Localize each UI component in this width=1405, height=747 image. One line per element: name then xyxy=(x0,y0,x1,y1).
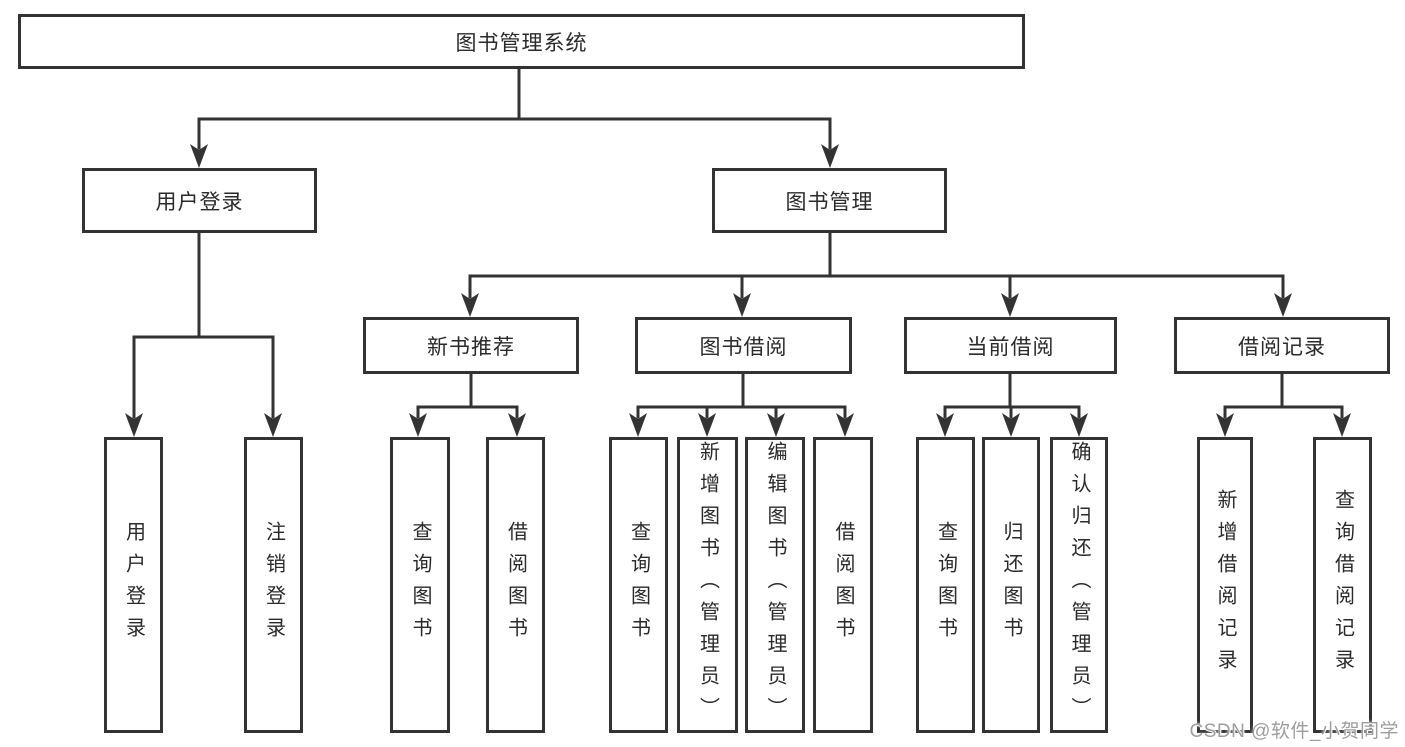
node-user-login: 用户登录 xyxy=(82,168,317,233)
node-label: 编辑图书（管理员） xyxy=(764,441,786,729)
leaf-borrow-books-newbook: 借阅图书 xyxy=(486,437,545,733)
node-label: 新增借阅记录 xyxy=(1214,489,1236,681)
node-borrowing-records: 借阅记录 xyxy=(1174,317,1390,374)
node-label: 新书推荐 xyxy=(427,335,515,359)
node-label: 图书管理 xyxy=(785,190,874,214)
node-label: 归还图书 xyxy=(1000,521,1022,649)
node-new-book-recommend: 新书推荐 xyxy=(363,317,579,374)
leaf-logout: 注销登录 xyxy=(244,437,303,733)
node-current-borrowing: 当前借阅 xyxy=(904,317,1117,374)
node-label: 用户登录 xyxy=(155,190,244,214)
leaf-query-books-current: 查询图书 xyxy=(916,437,975,733)
leaf-return-books: 归还图书 xyxy=(982,437,1040,733)
node-book-borrowing: 图书借阅 xyxy=(635,317,852,374)
leaf-edit-books-admin: 编辑图书（管理员） xyxy=(745,437,805,733)
leaf-query-books-borrowing: 查询图书 xyxy=(609,437,668,733)
node-label: 查询借阅记录 xyxy=(1331,489,1354,681)
node-label: 用户登录 xyxy=(122,521,145,649)
node-label: 查询图书 xyxy=(934,521,957,649)
node-label: 当前借阅 xyxy=(966,335,1055,359)
node-label: 查询图书 xyxy=(409,521,431,649)
node-library-management-system: 图书管理系统 xyxy=(18,14,1025,69)
leaf-add-books-admin: 新增图书（管理员） xyxy=(677,437,738,733)
node-label: 确认归还（管理员） xyxy=(1068,441,1090,729)
leaf-user-login: 用户登录 xyxy=(104,437,163,733)
leaf-query-books-newbook: 查询图书 xyxy=(390,437,450,733)
leaf-query-borrow-record: 查询借阅记录 xyxy=(1313,437,1372,733)
node-book-management: 图书管理 xyxy=(712,168,947,233)
leaf-add-borrow-record: 新增借阅记录 xyxy=(1197,437,1253,733)
node-label: 图书借阅 xyxy=(699,335,788,359)
csdn-watermark: CSDN @软件_小贺同学 xyxy=(1189,721,1399,742)
node-label: 借阅图书 xyxy=(832,521,854,649)
leaf-confirm-return-admin: 确认归还（管理员） xyxy=(1050,437,1108,733)
node-label: 借阅图书 xyxy=(504,521,527,649)
node-label: 借阅记录 xyxy=(1238,335,1326,359)
node-label: 新增图书（管理员） xyxy=(696,441,719,729)
node-label: 图书管理系统 xyxy=(455,31,588,55)
leaf-borrow-books-borrowing: 借阅图书 xyxy=(813,437,873,733)
tree-edges xyxy=(132,67,1344,419)
node-label: 查询图书 xyxy=(627,521,650,649)
node-label: 注销登录 xyxy=(262,521,285,649)
